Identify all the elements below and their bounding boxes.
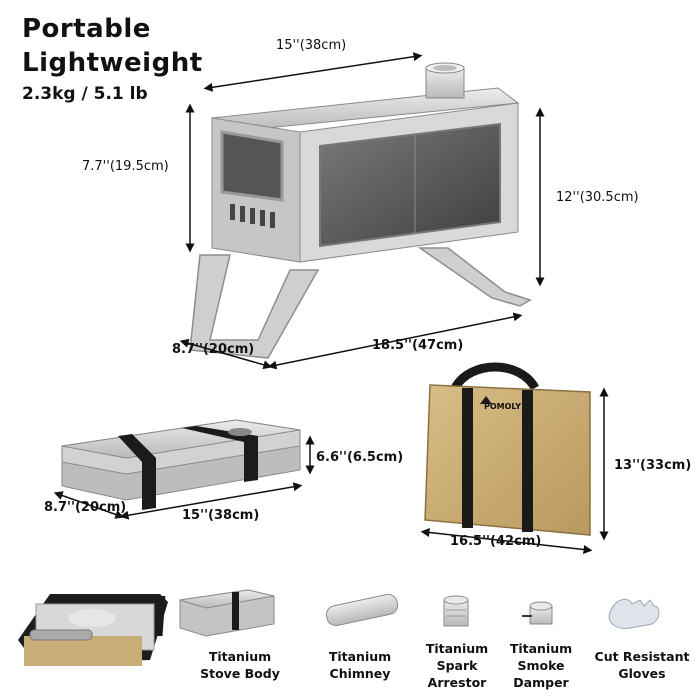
dim-depth-label: 8.7''(20cm) (172, 342, 255, 357)
arrow-bag-width (420, 528, 593, 554)
dim-folded-height-label: 6.6''(6.5cm) (316, 450, 404, 465)
arrow-length (267, 312, 523, 370)
arrow-folded-depth (53, 491, 125, 519)
open-bag-contents (18, 594, 168, 666)
stove-leg-back (417, 247, 532, 307)
stove-air-vents (230, 204, 275, 228)
component-label-line: Titanium Spark Arrestor (425, 641, 489, 690)
dim-bag-width-label: 16.5''(42cm) (450, 534, 542, 549)
carry-bag (424, 362, 591, 536)
component-label-line: Titanium Smoke Damper (509, 641, 573, 690)
component-label-spark-arrestor: Titanium Spark Arrestor (410, 640, 504, 691)
component-label-smoke-damper: Titanium Smoke Damper (494, 640, 588, 691)
dim-width-label: 15''(38cm) (276, 38, 347, 53)
stove-door (220, 130, 284, 202)
arrow-depth (179, 338, 273, 370)
stove-glass-window (319, 122, 501, 248)
folded-stove-body-icon (155, 589, 275, 637)
component-label-chimney: Titanium Chimney (310, 648, 410, 682)
component-label-line: Titanium Stove Body (200, 649, 280, 681)
spark-arrestor-icon (443, 595, 469, 627)
dim-folded-width-label: 15''(38cm) (182, 508, 260, 523)
gloves-icon (608, 598, 660, 629)
component-label-line: Cut Resistant Gloves (594, 649, 690, 681)
headline-lightweight: Lightweight (22, 48, 203, 78)
arrow-width (203, 52, 423, 92)
stove-main (189, 62, 532, 359)
dim-bag-height-label: 13''(33cm) (614, 458, 692, 473)
dim-length-label: 18.5''(47cm) (372, 338, 464, 353)
bag-brand-logo: POMOLY (484, 402, 522, 411)
folded-strap-right (182, 426, 258, 482)
chimney-tube-icon (325, 593, 399, 627)
component-label-stove-body: Titanium Stove Body (190, 648, 290, 682)
smoke-damper-icon (522, 601, 553, 625)
folded-stove (61, 419, 301, 510)
dim-front-height-label: 7.7''(19.5cm) (82, 159, 169, 174)
headline-portable: Portable (22, 14, 151, 44)
arrow-folded-width (119, 482, 303, 520)
dim-total-height-label: 12''(30.5cm) (556, 190, 639, 205)
headline-weight: 2.3kg / 5.1 lb (22, 84, 148, 104)
component-label-gloves: Cut Resistant Gloves (588, 648, 696, 682)
dim-folded-depth-label: 8.7''(20cm) (44, 500, 127, 515)
component-label-line: Titanium Chimney (328, 649, 392, 681)
